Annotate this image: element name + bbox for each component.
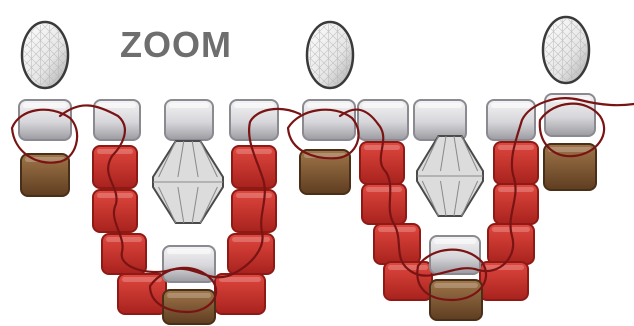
gray-bead: [230, 100, 278, 140]
gray-bead: [414, 100, 466, 140]
gray-bead: [303, 100, 355, 140]
gray-bead: [19, 100, 71, 140]
red-bead: [215, 274, 265, 314]
gray-bead: [487, 100, 535, 140]
beads-layer: [19, 17, 596, 324]
red-bead: [228, 234, 274, 274]
red-bead: [102, 234, 146, 274]
pearl-right-3: [543, 17, 589, 83]
red-bead: [494, 142, 538, 184]
gray-bead: [94, 100, 140, 140]
gray-bead: [165, 100, 213, 140]
red-bead: [362, 184, 406, 224]
pearl-left-2: [307, 22, 353, 88]
red-bead: [480, 262, 528, 300]
red-bead: [232, 190, 276, 232]
red-bead: [384, 262, 432, 300]
zoom-label: ZOOM: [120, 24, 232, 65]
red-bead: [118, 274, 166, 314]
bicone-crystal-left: [153, 141, 223, 223]
bicone-crystal-right: [417, 136, 483, 216]
pearl-left-1: [22, 22, 68, 88]
